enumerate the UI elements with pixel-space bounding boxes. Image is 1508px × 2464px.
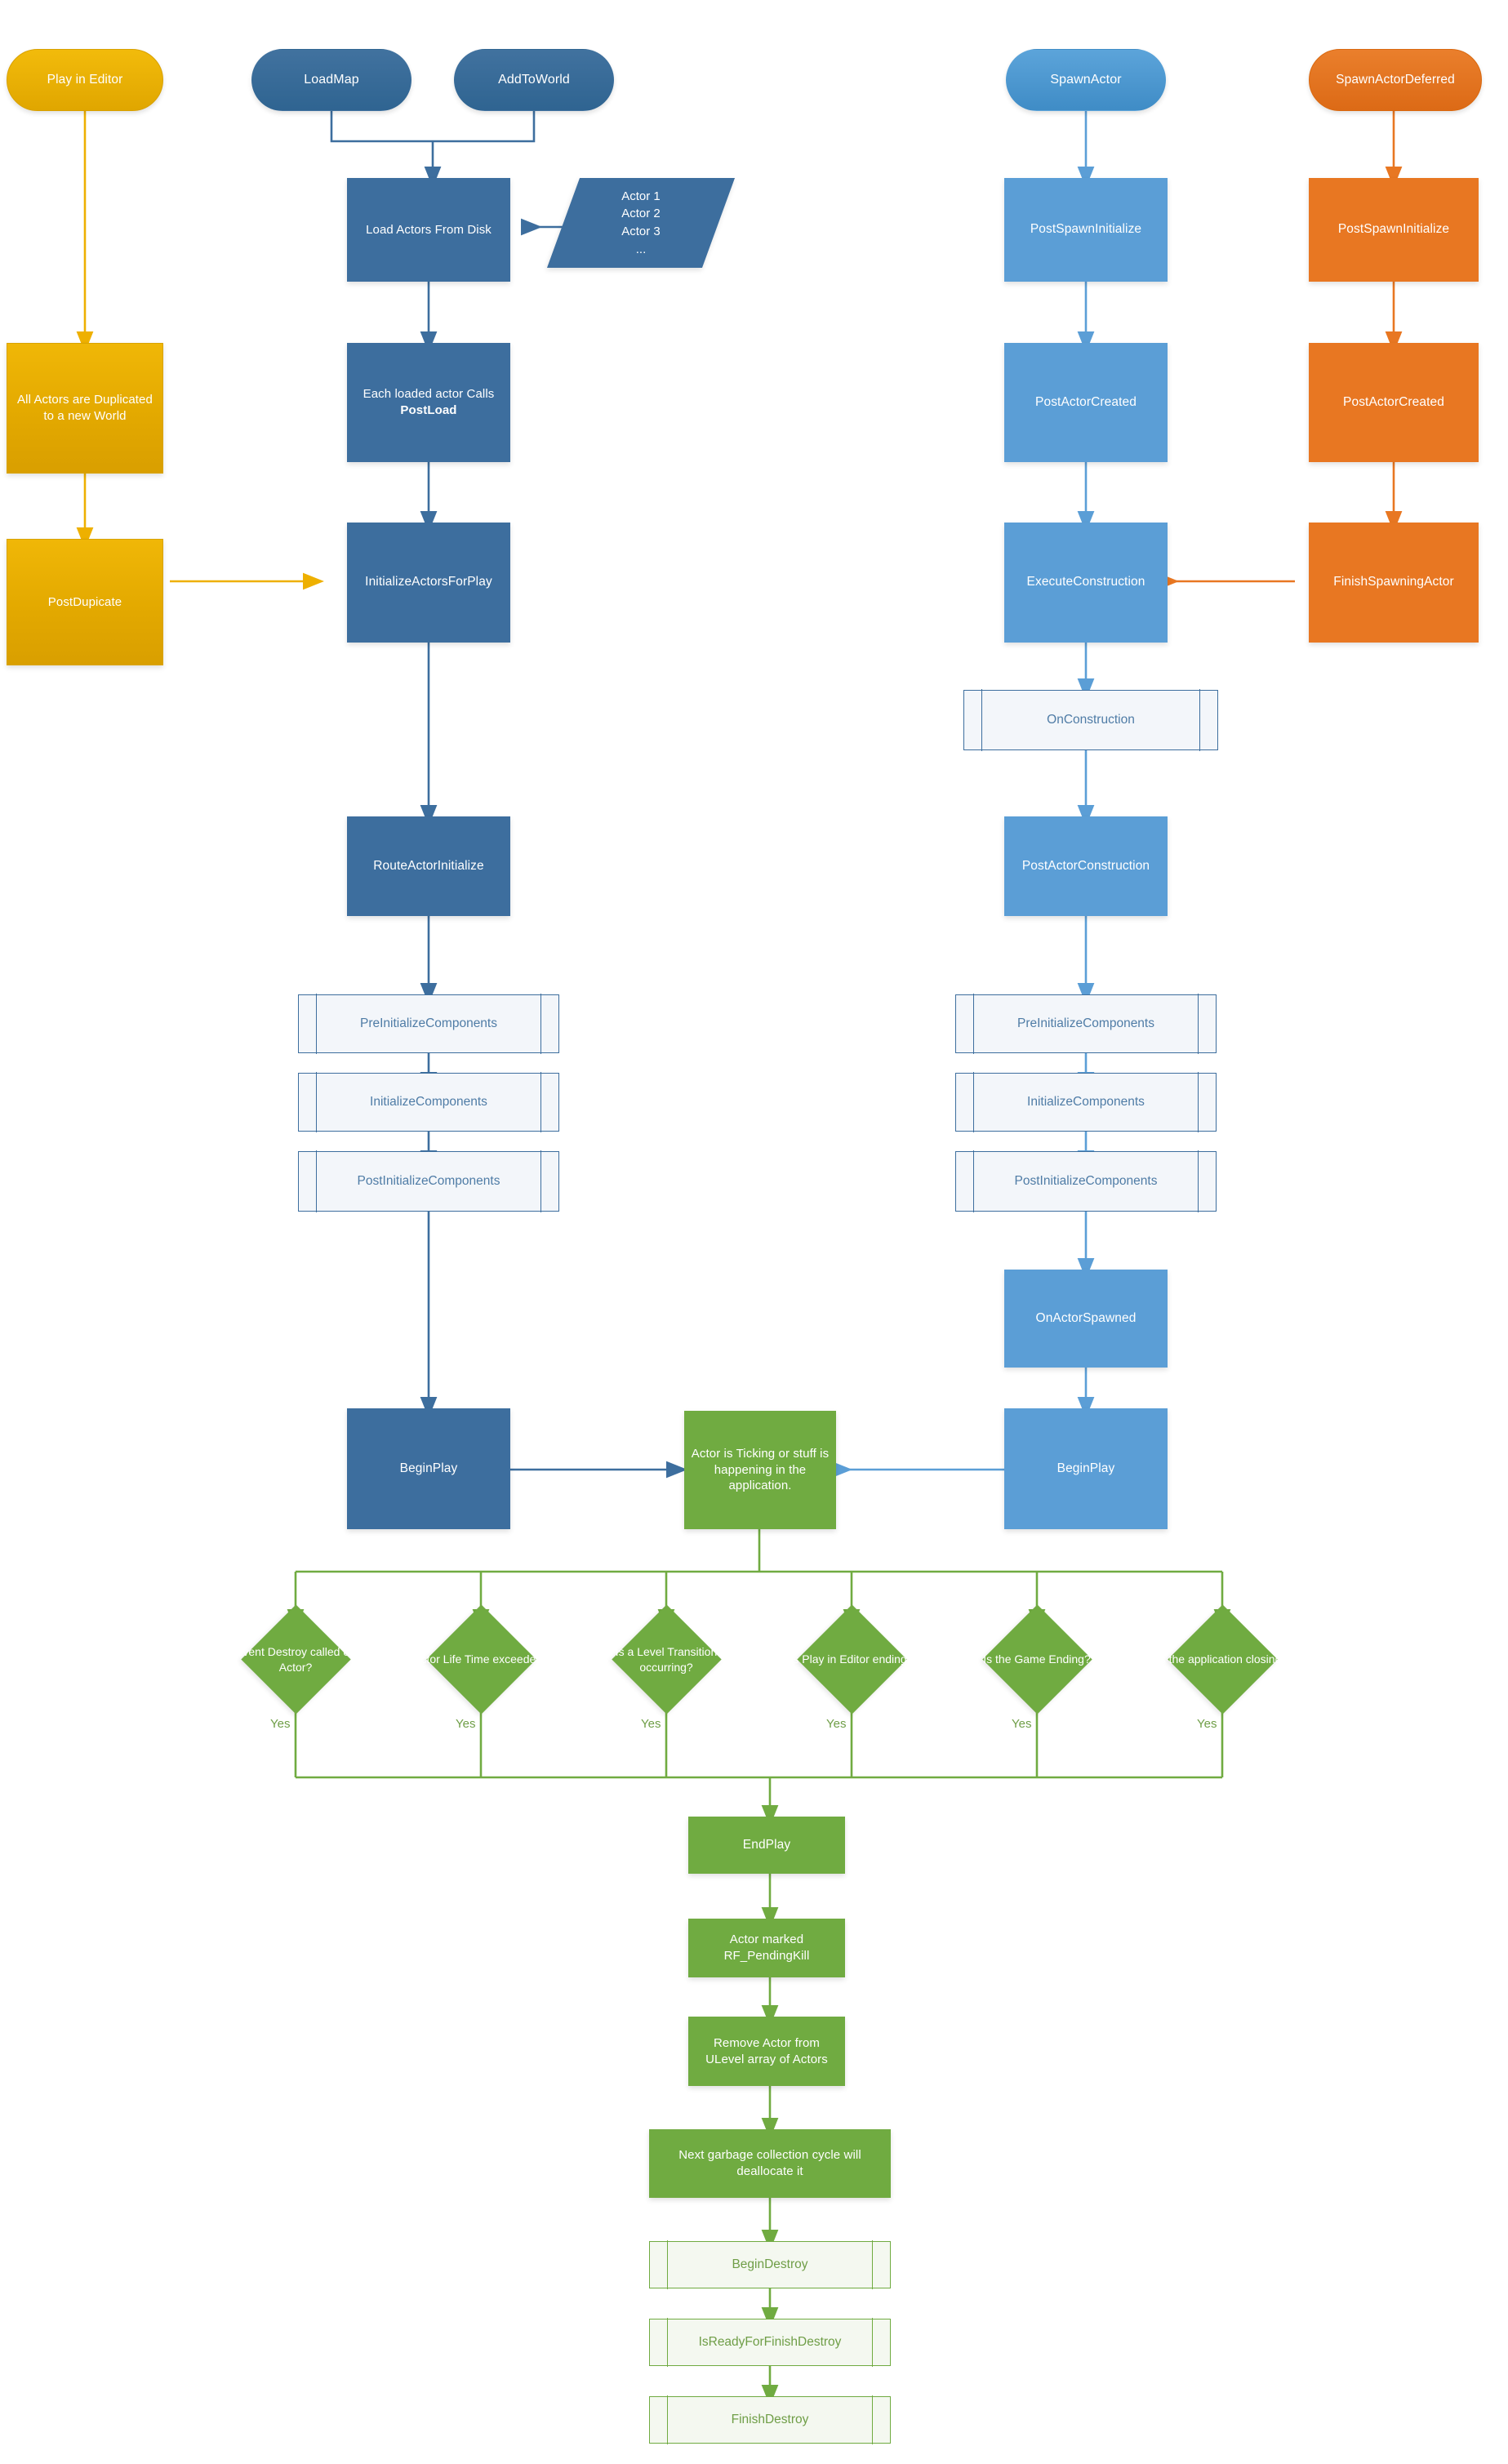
node-post-spawn-initialize[interactable]: PostSpawnInitialize — [1004, 178, 1168, 282]
node-begin-destroy[interactable]: BeginDestroy — [649, 2240, 891, 2289]
node-actor-ticking-label: Actor is Ticking or stuff is happening i… — [691, 1446, 830, 1493]
each-loaded-actor-prefix: Each loaded actor Calls — [363, 387, 495, 402]
begin-destroy-label: BeginDestroy — [732, 2257, 808, 2271]
decision-event-destroy[interactable]: Event Destroy called on Actor? — [218, 1604, 373, 1715]
node-begin-play-left[interactable]: BeginPlay — [347, 1408, 510, 1529]
decision-actor-life-time-label: Actor Life Time exceeded? — [413, 1652, 549, 1666]
node-post-actor-construction-label: PostActorConstruction — [1021, 858, 1150, 873]
node-initialize-actors-for-play[interactable]: InitializeActorsForPlay — [347, 523, 510, 643]
decision-play-in-editor-ending-label: Is Play in Editor ending? — [790, 1652, 914, 1666]
pre-initialize-components-left-label: PreInitializeComponents — [359, 1016, 497, 1030]
node-initialize-actors-for-play-label: InitializeActorsForPlay — [365, 575, 492, 589]
initialize-components-right-label: InitializeComponents — [1027, 1095, 1145, 1109]
is-ready-for-finish-destroy-label: IsReadyForFinishDestroy — [698, 2335, 842, 2349]
node-post-spawn-initialize-label: PostSpawnInitialize — [1030, 222, 1142, 237]
node-route-actor-initialize[interactable]: RouteActorInitialize — [347, 816, 510, 916]
node-actor-marked-pendingkill[interactable]: Actor marked RF_PendingKill — [688, 1919, 845, 1977]
node-all-actors-duplicated[interactable]: All Actors are Duplicated to a new World — [7, 343, 163, 474]
actor-list-line-3: Actor 3 — [621, 225, 661, 238]
node-remove-actor-from-ulevel[interactable]: Remove Actor from ULevel array of Actors — [688, 2017, 845, 2086]
entry-load-map-label: LoadMap — [304, 73, 359, 87]
node-route-actor-initialize-label: RouteActorInitialize — [373, 858, 484, 873]
node-begin-play-right-label: BeginPlay — [1056, 1461, 1115, 1475]
node-post-spawn-initialize-deferred-label: PostSpawnInitialize — [1337, 222, 1450, 237]
actor-list-line-4: ... — [635, 242, 647, 256]
entry-add-to-world-label: AddToWorld — [498, 73, 570, 87]
decision-event-destroy-label: Event Destroy called on Actor? — [235, 1645, 356, 1674]
node-initialize-components-right[interactable]: InitializeComponents — [955, 1072, 1217, 1132]
node-garbage-collection-label: Next garbage collection cycle will deall… — [678, 2148, 861, 2178]
entry-add-to-world[interactable]: AddToWorld — [454, 49, 614, 111]
branch-label-level-transition: Yes — [641, 1717, 661, 1731]
node-on-actor-spawned[interactable]: OnActorSpawned — [1004, 1270, 1168, 1368]
decision-level-transition-label: Is a Level Transition occurring? — [615, 1645, 718, 1674]
decision-application-closing[interactable]: Is the application closing? — [1145, 1604, 1300, 1715]
entry-spawn-actor-deferred-label: SpawnActorDeferred — [1336, 72, 1455, 87]
actor-list-line-2: Actor 2 — [621, 207, 661, 221]
node-execute-construction[interactable]: ExecuteConstruction — [1004, 523, 1168, 643]
node-post-duplicate-label: PostDupicate — [47, 594, 122, 609]
node-post-actor-created-deferred-label: PostActorCreated — [1343, 394, 1444, 409]
decision-level-transition[interactable]: Is a Level Transition occurring? — [589, 1604, 744, 1715]
node-pre-initialize-components-right[interactable]: PreInitializeComponents — [955, 994, 1217, 1054]
entry-play-in-editor-label: Play in Editor — [47, 72, 123, 87]
decision-actor-life-time[interactable]: Actor Life Time exceeded? — [403, 1604, 558, 1715]
node-finish-destroy[interactable]: FinishDestroy — [649, 2395, 891, 2444]
branch-label-actor-life-time: Yes — [456, 1717, 476, 1731]
node-begin-play-left-label: BeginPlay — [399, 1461, 458, 1475]
node-end-play-label: EndPlay — [742, 1837, 791, 1852]
decision-game-ending-label: Is the Game Ending? — [983, 1652, 1091, 1666]
node-remove-actor-from-ulevel-label: Remove Actor from ULevel array of Actors — [705, 2035, 828, 2066]
node-finish-spawning-actor[interactable]: FinishSpawningActor — [1309, 523, 1479, 643]
node-on-actor-spawned-label: OnActorSpawned — [1035, 1310, 1137, 1325]
node-execute-construction-label: ExecuteConstruction — [1026, 575, 1145, 589]
node-initialize-components-left[interactable]: InitializeComponents — [298, 1072, 559, 1132]
each-loaded-actor-bold: PostLoad — [400, 403, 457, 417]
decision-application-closing-label: Is the application closing? — [1156, 1652, 1288, 1666]
branch-label-application-closing: Yes — [1197, 1717, 1217, 1731]
node-actor-ticking[interactable]: Actor is Ticking or stuff is happening i… — [684, 1411, 836, 1529]
node-post-duplicate[interactable]: PostDupicate — [7, 539, 163, 665]
entry-spawn-actor-deferred[interactable]: SpawnActorDeferred — [1309, 49, 1482, 111]
node-pre-initialize-components-left[interactable]: PreInitializeComponents — [298, 994, 559, 1054]
node-post-initialize-components-right[interactable]: PostInitializeComponents — [955, 1150, 1217, 1212]
node-each-loaded-actor-label: Each loaded actor Calls PostLoad — [347, 386, 510, 419]
branch-label-game-ending: Yes — [1012, 1717, 1032, 1731]
entry-load-map[interactable]: LoadMap — [251, 49, 411, 111]
node-all-actors-duplicated-label: All Actors are Duplicated to a new World — [17, 393, 153, 423]
entry-play-in-editor[interactable]: Play in Editor — [7, 49, 163, 111]
node-begin-play-right[interactable]: BeginPlay — [1004, 1408, 1168, 1529]
entry-spawn-actor-label: SpawnActor — [1050, 73, 1122, 87]
node-finish-spawning-actor-label: FinishSpawningActor — [1333, 575, 1454, 589]
pre-initialize-components-right-label: PreInitializeComponents — [1016, 1016, 1154, 1030]
node-load-actors-from-disk-label: Load Actors From Disk — [366, 222, 492, 237]
branch-label-event-destroy: Yes — [270, 1717, 291, 1731]
node-is-ready-for-finish-destroy[interactable]: IsReadyForFinishDestroy — [649, 2318, 891, 2367]
node-load-actors-from-disk[interactable]: Load Actors From Disk — [347, 178, 510, 282]
node-post-actor-construction[interactable]: PostActorConstruction — [1004, 816, 1168, 916]
node-post-actor-created-label: PostActorCreated — [1035, 394, 1137, 409]
decision-game-ending[interactable]: Is the Game Ending? — [959, 1604, 1114, 1715]
node-post-actor-created[interactable]: PostActorCreated — [1004, 343, 1168, 462]
node-garbage-collection[interactable]: Next garbage collection cycle will deall… — [649, 2129, 891, 2198]
finish-destroy-label: FinishDestroy — [731, 2413, 809, 2426]
actor-list-line-1: Actor 1 — [621, 189, 661, 203]
node-post-spawn-initialize-deferred[interactable]: PostSpawnInitialize — [1309, 178, 1479, 282]
post-initialize-components-left-label: PostInitializeComponents — [357, 1174, 500, 1188]
initialize-components-left-label: InitializeComponents — [370, 1095, 487, 1109]
post-initialize-components-right-label: PostInitializeComponents — [1014, 1174, 1158, 1188]
node-actor-marked-pendingkill-label: Actor marked RF_PendingKill — [723, 1933, 810, 1963]
decision-play-in-editor-ending[interactable]: Is Play in Editor ending? — [774, 1604, 929, 1715]
branch-label-play-in-editor-ending: Yes — [826, 1717, 847, 1731]
actor-list-text: Actor 1 Actor 2 Actor 3 ... — [621, 188, 661, 259]
node-post-initialize-components-left[interactable]: PostInitializeComponents — [298, 1150, 559, 1212]
node-end-play[interactable]: EndPlay — [688, 1817, 845, 1874]
on-construction-label: OnConstruction — [1047, 713, 1135, 727]
node-each-loaded-actor[interactable]: Each loaded actor Calls PostLoad — [347, 343, 510, 462]
node-on-construction[interactable]: OnConstruction — [963, 689, 1218, 751]
node-actor-list: Actor 1 Actor 2 Actor 3 ... — [546, 178, 736, 268]
node-post-actor-created-deferred[interactable]: PostActorCreated — [1309, 343, 1479, 462]
entry-spawn-actor[interactable]: SpawnActor — [1006, 49, 1166, 111]
